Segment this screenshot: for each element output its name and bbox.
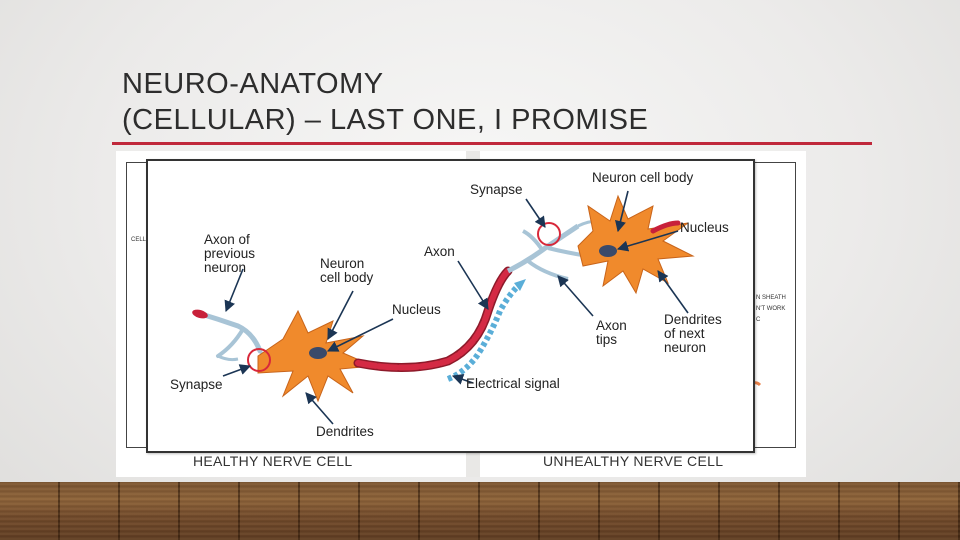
caption-unhealthy: UNHEALTHY NERVE CELL: [543, 453, 724, 469]
title-line-1: NEURO-ANATOMY: [122, 68, 384, 100]
label-synapse-right: Synapse: [470, 182, 523, 197]
axon: [353, 266, 513, 372]
label-cell-body-left-line2: cell body: [320, 270, 374, 285]
label-axon-tips: Axon tips: [596, 319, 627, 347]
axon-tips: [506, 219, 599, 281]
neuron-figure: CELL N SHEATH N'T WORK C HEALTHY NERVE C…: [116, 151, 806, 477]
label-dendrites: Dendrites: [316, 424, 374, 439]
label-nucleus-right: Nucleus: [680, 220, 729, 235]
left-cell-body: [257, 309, 374, 403]
label-axon-previous-line1: Axon of: [204, 232, 250, 247]
neuron-diagram: Axon of previous neuron Neuron cell body…: [146, 159, 755, 453]
title-underline: [112, 142, 872, 145]
label-dendrites-next-line1: Dendrites: [664, 312, 722, 327]
label-dendrites-next-line2: of next: [664, 326, 705, 341]
page-title: NEURO-ANATOMY (CELLULAR) – LAST ONE, I P…: [122, 66, 882, 138]
previous-neuron-axon: [192, 309, 268, 363]
label-axon-previous-line2: previous: [204, 246, 256, 261]
wood-floor: [0, 482, 960, 540]
label-electrical-signal: Electrical signal: [466, 376, 560, 391]
label-axon: Axon: [424, 244, 455, 259]
left-nucleus: [309, 347, 327, 359]
label-neuron-cell-body-left: Neuron cell body: [320, 257, 373, 285]
label-synapse-left: Synapse: [170, 377, 223, 392]
right-nucleus: [599, 245, 617, 257]
peek-text-left: CELL: [131, 237, 147, 243]
peek-text-right-2: N'T WORK: [756, 306, 786, 312]
label-nucleus-left: Nucleus: [392, 302, 441, 317]
synapse-circle-right: [537, 222, 561, 246]
synapse-circle-left: [247, 348, 271, 372]
peek-text-right-3: C: [756, 317, 761, 323]
title-line-2: (CELLULAR) – LAST ONE, I PROMISE: [122, 104, 649, 136]
electrical-signal-wave: [446, 279, 526, 382]
label-neuron-cell-body-right: Neuron cell body: [592, 170, 694, 185]
label-axon-tips-line1: Axon: [596, 318, 627, 333]
caption-healthy: HEALTHY NERVE CELL: [193, 453, 353, 469]
label-axon-tips-line2: tips: [596, 332, 618, 347]
label-dendrites-next: Dendrites of next neuron: [664, 313, 722, 355]
label-axon-previous: Axon of previous neuron: [204, 233, 255, 275]
label-cell-body-left-line1: Neuron: [320, 256, 365, 271]
peek-text-right-1: N SHEATH: [756, 295, 786, 301]
label-axon-previous-line3: neuron: [204, 260, 247, 275]
label-dendrites-next-line3: neuron: [664, 340, 707, 355]
pointer-arrows: [222, 190, 689, 425]
neuron-illustration: [192, 190, 695, 425]
